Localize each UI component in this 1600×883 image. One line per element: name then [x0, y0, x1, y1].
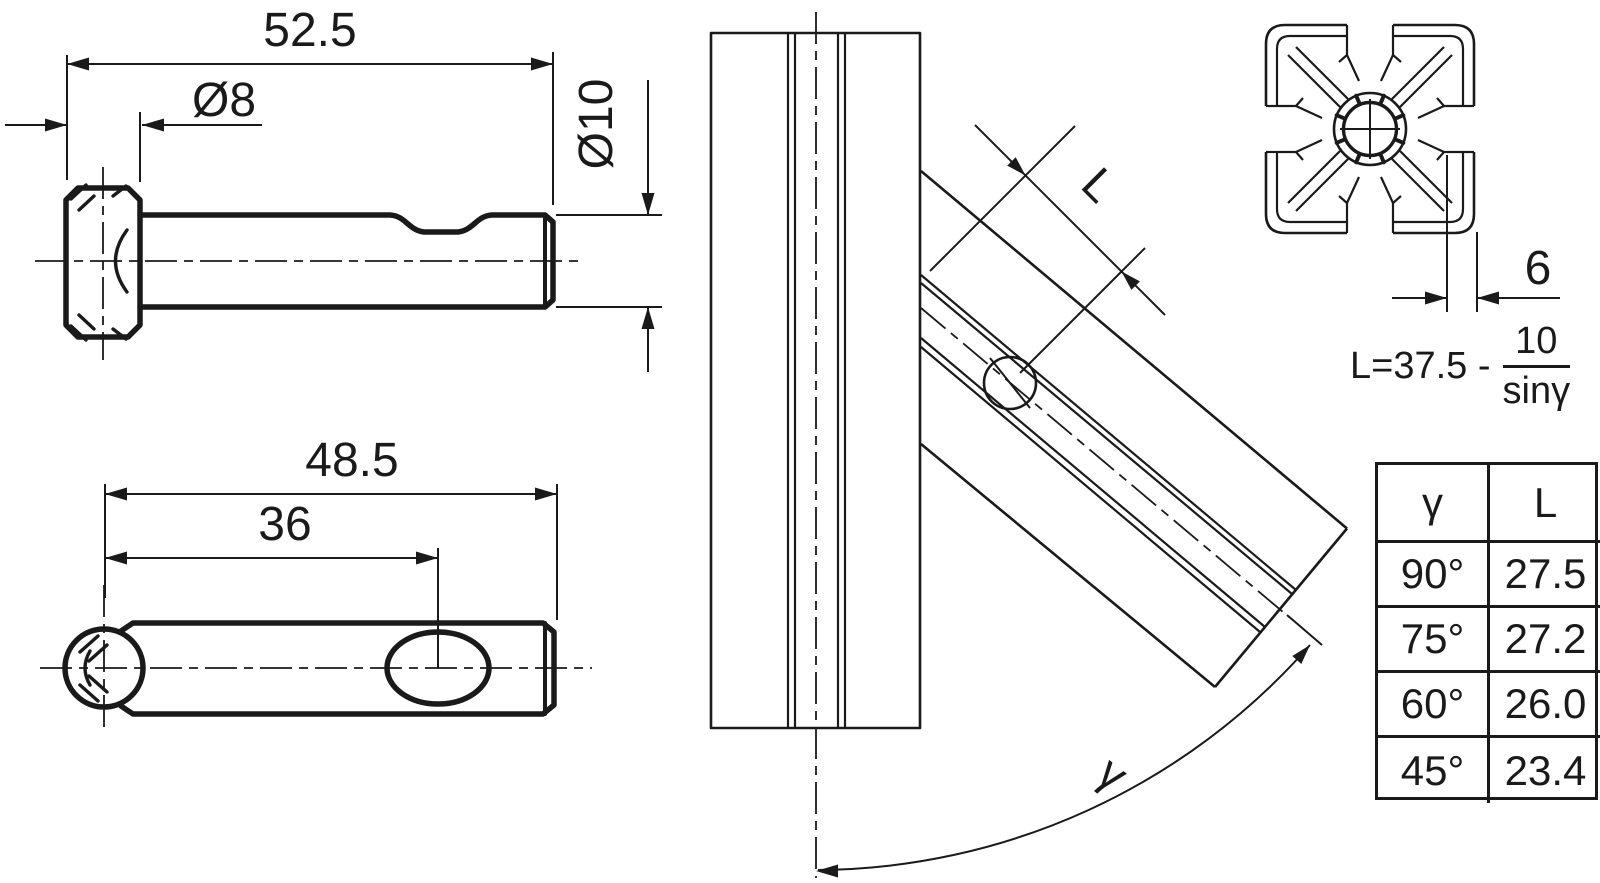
bolt-head-outline [63, 185, 143, 340]
pin-head-tick [78, 683, 100, 703]
cross-section-view: 6 [1264, 23, 1560, 312]
dim-head-diameter: Ø8 [5, 74, 262, 182]
center-cross [1340, 99, 1400, 159]
dim-48-5-text: 48.5 [305, 434, 398, 487]
table-header-length: L [1490, 465, 1600, 543]
angle-arc [817, 644, 1311, 871]
formula-numerator: 10 [1502, 320, 1571, 368]
table-cell-length-1: 27.2 [1490, 608, 1600, 673]
dim-shaft-diameter: Ø10 [556, 79, 662, 372]
cross-section-quadrant [1264, 23, 1360, 119]
table-cell-angle-3: 45° [1378, 738, 1490, 803]
bore-thread-tabs [1334, 93, 1406, 165]
angle-length-table: γ L 90° 27.5 75° 27.2 60° 26.0 45° 23.4 [1375, 462, 1600, 803]
dim-head-diameter-text: Ø8 [192, 74, 256, 127]
dim-gamma-text: γ [1088, 746, 1138, 801]
screw-center-mark [989, 357, 1031, 409]
dim-52-5: 52.5 [66, 4, 554, 205]
diagonal-profile-centerline [920, 307, 1290, 618]
assembly-view: L γ [709, 12, 1348, 878]
formula-lhs: L=37.5 - [1350, 345, 1491, 387]
length-formula: L=37.5 - 10 sinγ [1350, 320, 1571, 413]
diagonal-profile [920, 170, 1348, 689]
dim-shaft-diameter-text: Ø10 [570, 79, 623, 170]
table-cell-angle-1: 75° [1378, 608, 1490, 673]
bolt-head-tick [77, 313, 96, 331]
table-header-angle: γ [1378, 465, 1490, 543]
pin-head-tick [78, 634, 100, 654]
bolt-head-tick [111, 184, 128, 198]
bolt-head-tick [111, 327, 128, 341]
dim-6-text: 6 [1525, 242, 1552, 295]
table-cell-length-0: 27.5 [1490, 543, 1600, 608]
dim-6: 6 [1392, 155, 1560, 312]
dim-gamma: γ [816, 614, 1323, 878]
dim-48-5: 48.5 [104, 434, 558, 620]
dim-L: L [929, 124, 1166, 374]
pin-head-tick [87, 674, 109, 694]
center-bore-ring [1332, 91, 1408, 167]
dim-36: 36 [105, 498, 439, 668]
formula-fraction: 10 sinγ [1502, 320, 1571, 413]
pin-top-view: 48.5 36 [40, 434, 592, 733]
bolt-head-tick [77, 194, 96, 212]
bolt-head-tick [69, 183, 88, 201]
formula-denominator: sinγ [1502, 370, 1571, 412]
bolt-head-tick [69, 324, 88, 342]
table-cell-angle-2: 60° [1378, 673, 1490, 738]
bolt-side-view: 52.5 Ø8 Ø10 [5, 4, 662, 372]
bolt-shaft-outline [137, 212, 556, 310]
table-cell-length-2: 26.0 [1490, 673, 1600, 738]
table-cell-length-3: 23.4 [1504, 746, 1587, 794]
dim-L-text: L [1072, 157, 1127, 212]
screw-position-circle [982, 355, 1038, 411]
table-cell-angle-0: 90° [1378, 543, 1490, 608]
dim-36-text: 36 [258, 498, 311, 551]
dim-52-5-text: 52.5 [263, 4, 356, 57]
